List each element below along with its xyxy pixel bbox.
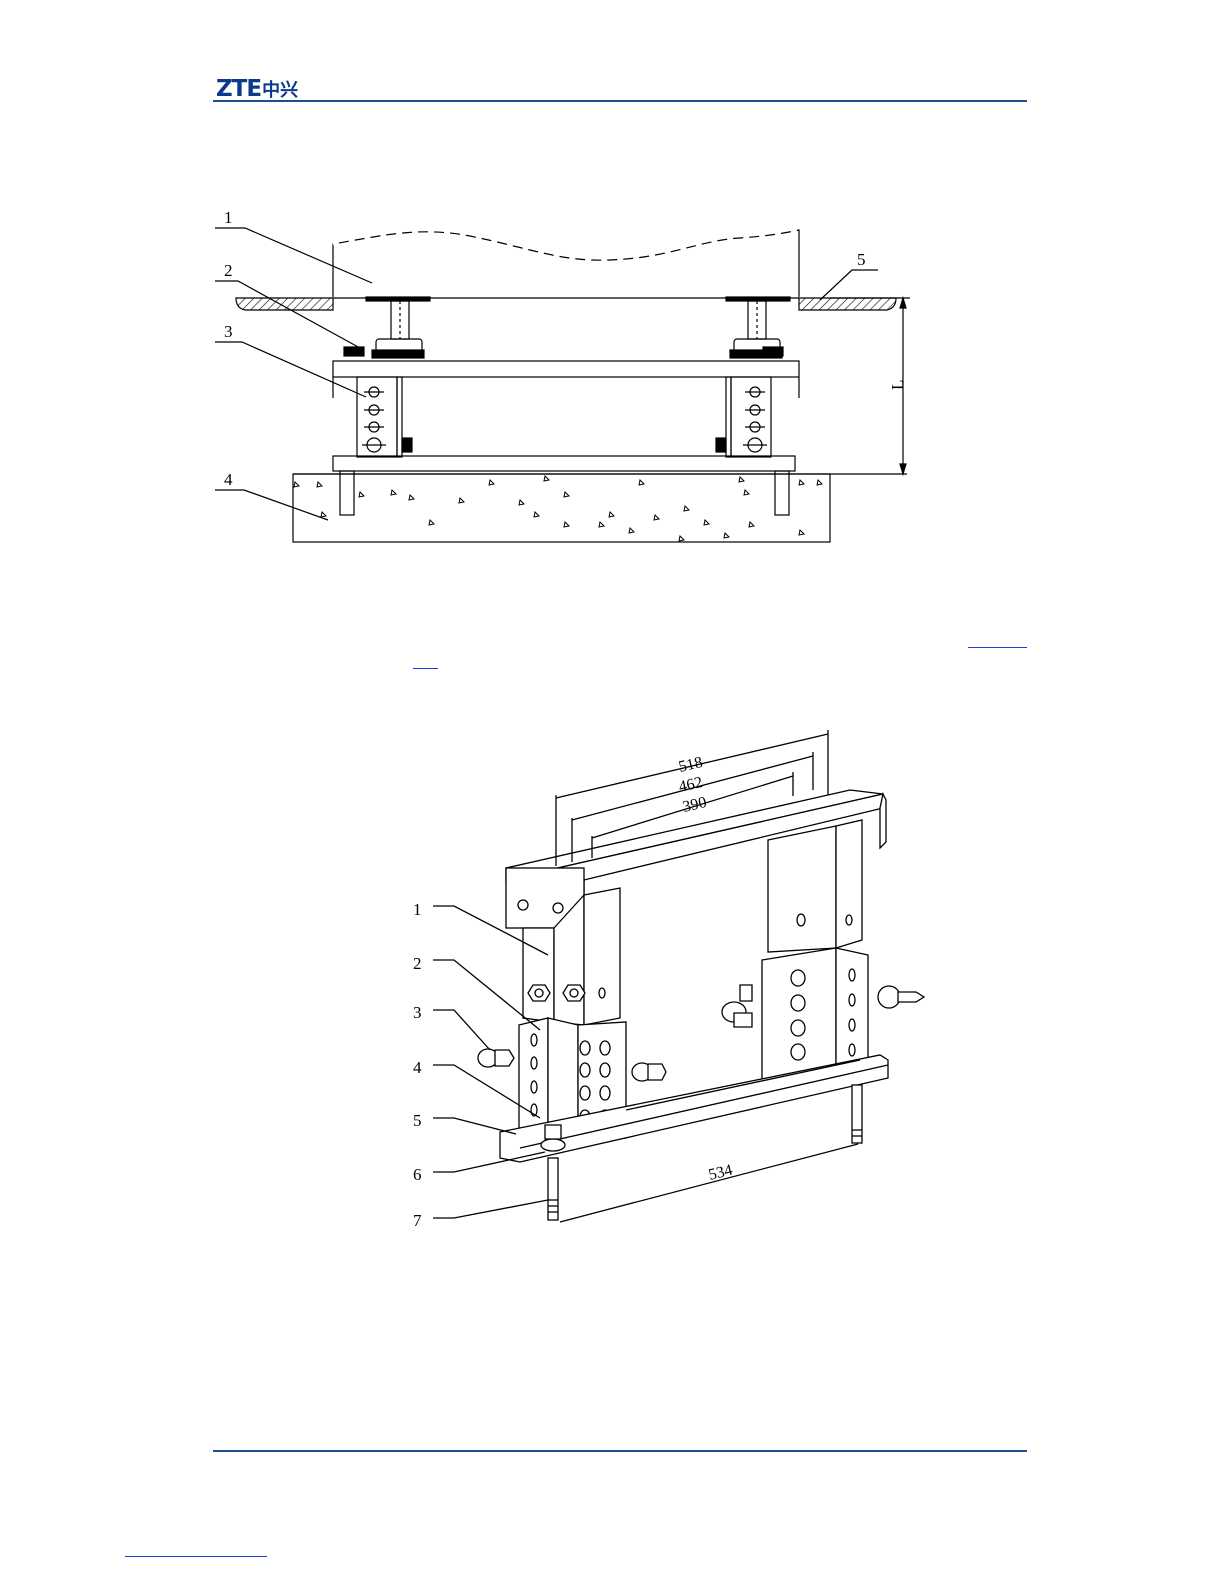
dimension-l: L (888, 380, 907, 390)
callout-4: 4 (413, 1058, 422, 1077)
callout-2: 2 (224, 261, 233, 280)
callout-5: 5 (413, 1111, 422, 1130)
dimension-534: 534 (707, 1162, 734, 1184)
callout-4: 4 (224, 470, 233, 489)
callout-2: 2 (413, 954, 422, 973)
callout-1: 1 (413, 900, 422, 919)
callout-3: 3 (413, 1003, 422, 1022)
figure-2-isometric (433, 730, 924, 1222)
callout-1: 1 (224, 208, 233, 227)
callout-7: 7 (413, 1211, 422, 1230)
callout-5: 5 (857, 250, 866, 269)
callout-6: 6 (413, 1165, 422, 1184)
dimension-518: 518 (677, 754, 704, 776)
dimension-390: 390 (681, 794, 708, 816)
figure-1-labels: 1 2 3 4 5 L (224, 208, 907, 489)
figure-1-elevation (215, 228, 910, 542)
callout-3: 3 (224, 322, 233, 341)
dimension-462: 462 (677, 774, 704, 796)
